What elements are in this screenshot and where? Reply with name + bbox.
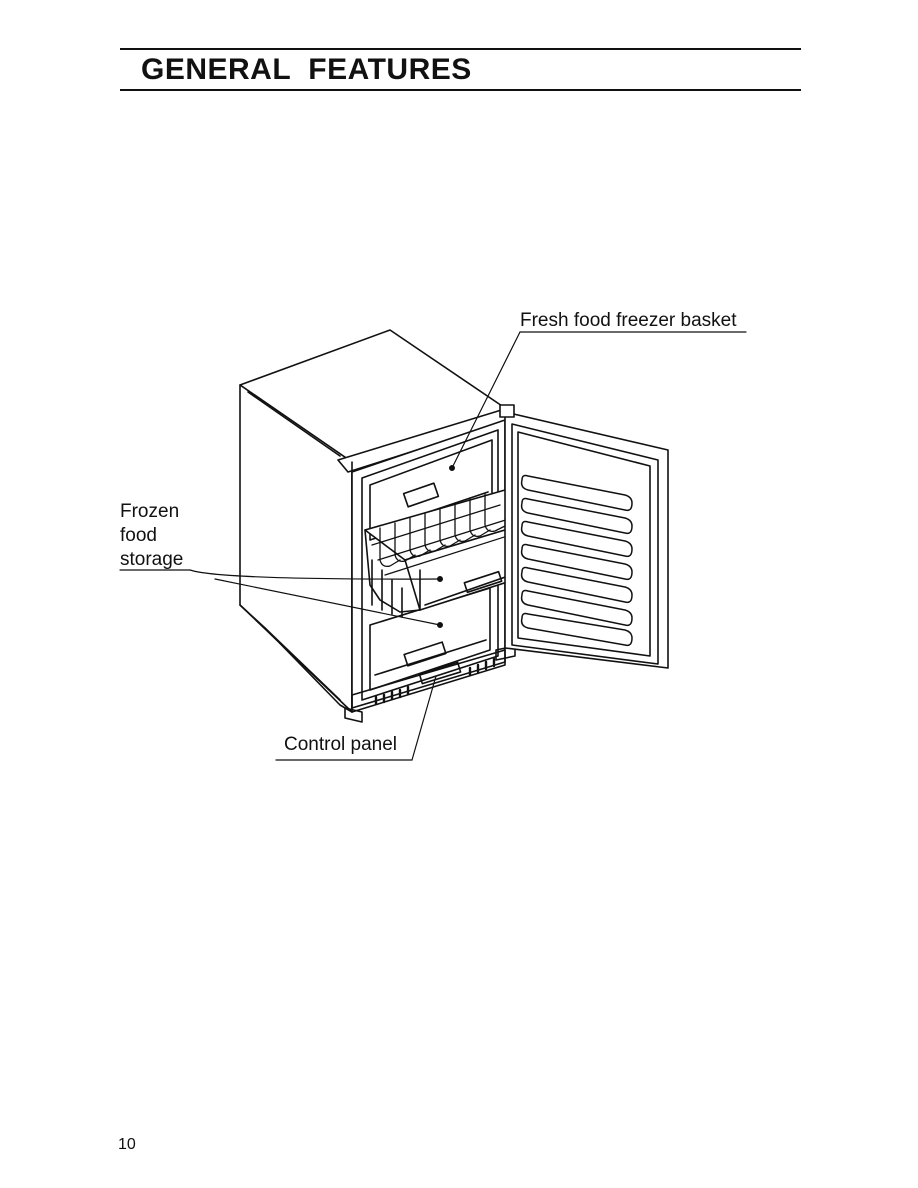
title-top-rule xyxy=(120,48,801,50)
control-panel-label: Control panel xyxy=(284,734,398,755)
frozen-food-storage-label-line-2: food xyxy=(120,525,157,546)
page-title: GENERAL FEATURES xyxy=(141,53,472,86)
open-door xyxy=(499,404,669,669)
title-bottom-rule xyxy=(120,89,801,91)
leader-lines xyxy=(119,331,747,761)
fresh-food-freezer-basket-label: Fresh food freezer basket xyxy=(520,310,737,331)
frozen-food-storage-label-line-1: Frozen xyxy=(120,501,180,522)
page-number: 10 xyxy=(118,1136,136,1153)
frozen-food-storage-label-line-3: storage xyxy=(120,549,184,570)
frozen-food-storage-label: Frozen food storage xyxy=(120,500,183,572)
